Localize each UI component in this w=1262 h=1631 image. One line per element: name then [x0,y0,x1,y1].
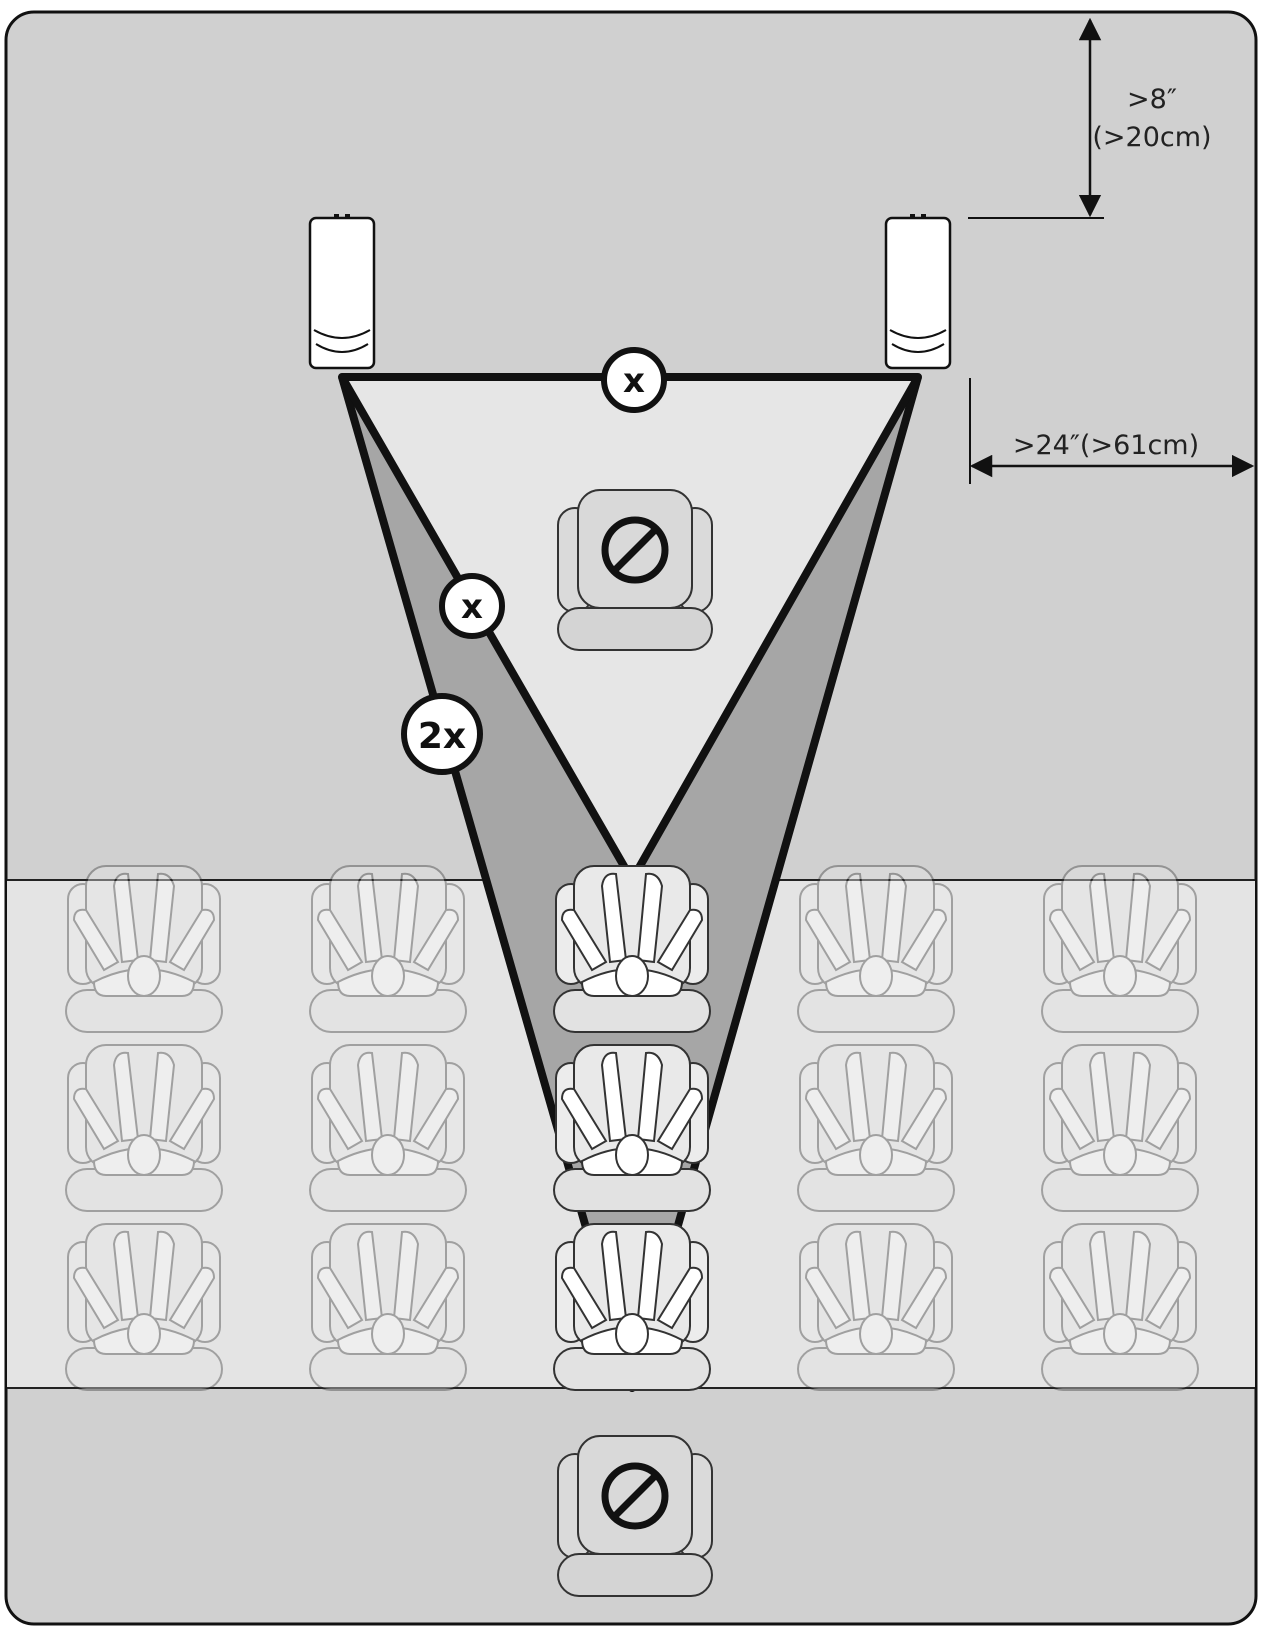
audience-seat [1041,865,1199,1033]
audience-seat [797,1223,955,1391]
occupied-listening-seat [553,865,711,1033]
wall-clearance-metric-label: (>20cm) [1092,122,1211,153]
svg-text:2x: 2x [418,716,466,757]
audience-seat [65,1223,223,1391]
prohibited-front-seat [557,489,713,651]
audience-seat [309,1044,467,1212]
highlighted-seat-column [553,865,711,1391]
min-distance-badge: x [439,573,505,639]
right-speaker [884,212,952,370]
occupied-listening-seat [553,1044,711,1212]
side-clearance-dimension: >24″(>61cm) [969,378,1255,484]
prohibited-icon [601,516,669,584]
audience-seat [1041,1044,1199,1212]
wall-clearance-label: >8″ [1127,84,1177,115]
left-speaker [308,212,376,370]
audience-seat [797,1044,955,1212]
audience-seat [309,865,467,1033]
audience-seat [65,865,223,1033]
occupied-listening-seat [553,1223,711,1391]
audience-seat [797,865,955,1033]
audience-seat [65,1044,223,1212]
prohibited-rear-seat [557,1435,713,1597]
max-distance-badge: 2x [401,693,483,775]
wall-clearance-dimension: >8″ (>20cm) [968,17,1212,219]
svg-text:x: x [461,587,483,627]
audience-seat [1041,1223,1199,1391]
prohibited-icon [601,1462,669,1530]
audience-seat [309,1223,467,1391]
speaker-spacing-badge: x [601,347,667,413]
side-clearance-label: >24″(>61cm) [1013,430,1199,461]
svg-text:x: x [623,361,645,401]
